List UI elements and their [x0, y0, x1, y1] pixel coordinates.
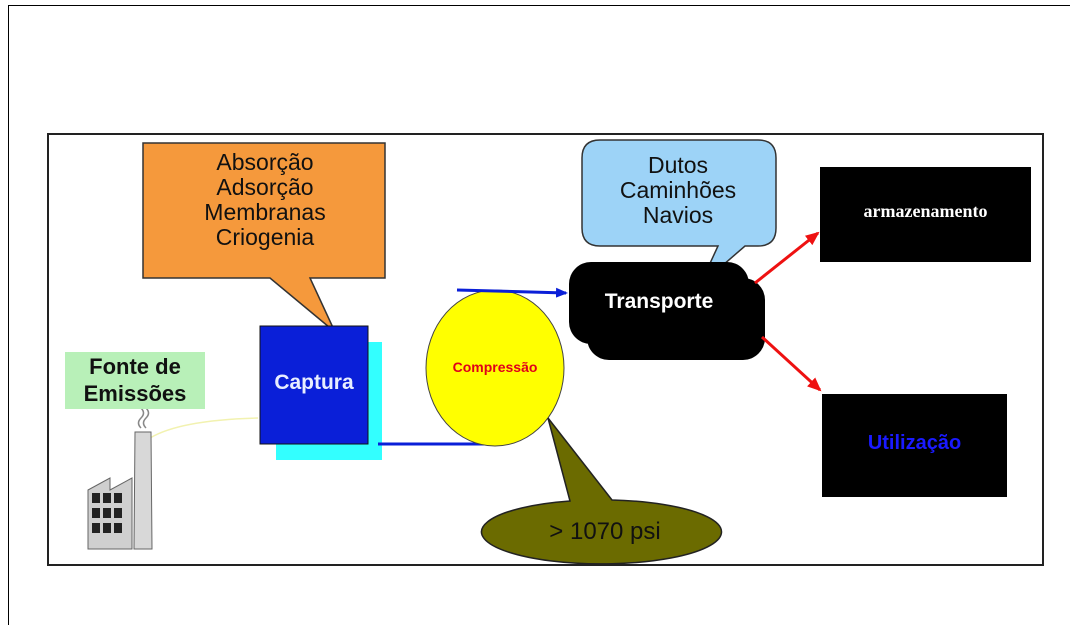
diagram-frame	[47, 133, 1044, 566]
transport-to-storage-arrow	[754, 231, 820, 285]
source-line: Emissões	[83, 381, 187, 406]
capture-method: Adsorção	[216, 174, 314, 200]
storage-box	[820, 167, 1031, 262]
transport-mode: Dutos	[647, 152, 709, 178]
capture-box	[259, 325, 369, 445]
emission-source-label: Fonte de Emissões	[65, 352, 205, 409]
capture-label: Captura	[274, 371, 354, 394]
pressure-callout	[480, 417, 723, 565]
transport-to-utilization-arrow	[760, 335, 822, 392]
source-connector	[149, 417, 259, 439]
capture-methods-list: Absorção Adsorção Membranas Criogenia	[175, 150, 355, 250]
transport-mode: Navios	[642, 202, 714, 228]
pressure-label: > 1070 psi	[549, 518, 661, 545]
compression-label: Compressão	[452, 359, 538, 375]
capture-method: Membranas	[204, 199, 326, 225]
transport-modes-list: Dutos Caminhões Navios	[592, 153, 764, 228]
storage-label: armazenamento	[863, 201, 988, 221]
transport-mode: Caminhões	[619, 177, 737, 203]
source-line: Fonte de	[89, 354, 181, 379]
slide-frame	[8, 5, 1070, 625]
compression-to-transport-arrow	[456, 287, 568, 298]
utilization-box	[822, 394, 1007, 497]
capture-method: Criogenia	[215, 224, 315, 250]
transport-label: Transporte	[604, 290, 714, 313]
capture-methods-callout	[142, 142, 386, 333]
factory-icon	[87, 431, 153, 550]
diagram-canvas	[87, 139, 1031, 565]
smoke-icon	[137, 407, 150, 429]
capture-method: Absorção	[216, 149, 314, 175]
utilization-label: Utilização	[867, 432, 962, 454]
transport-box	[569, 262, 749, 344]
